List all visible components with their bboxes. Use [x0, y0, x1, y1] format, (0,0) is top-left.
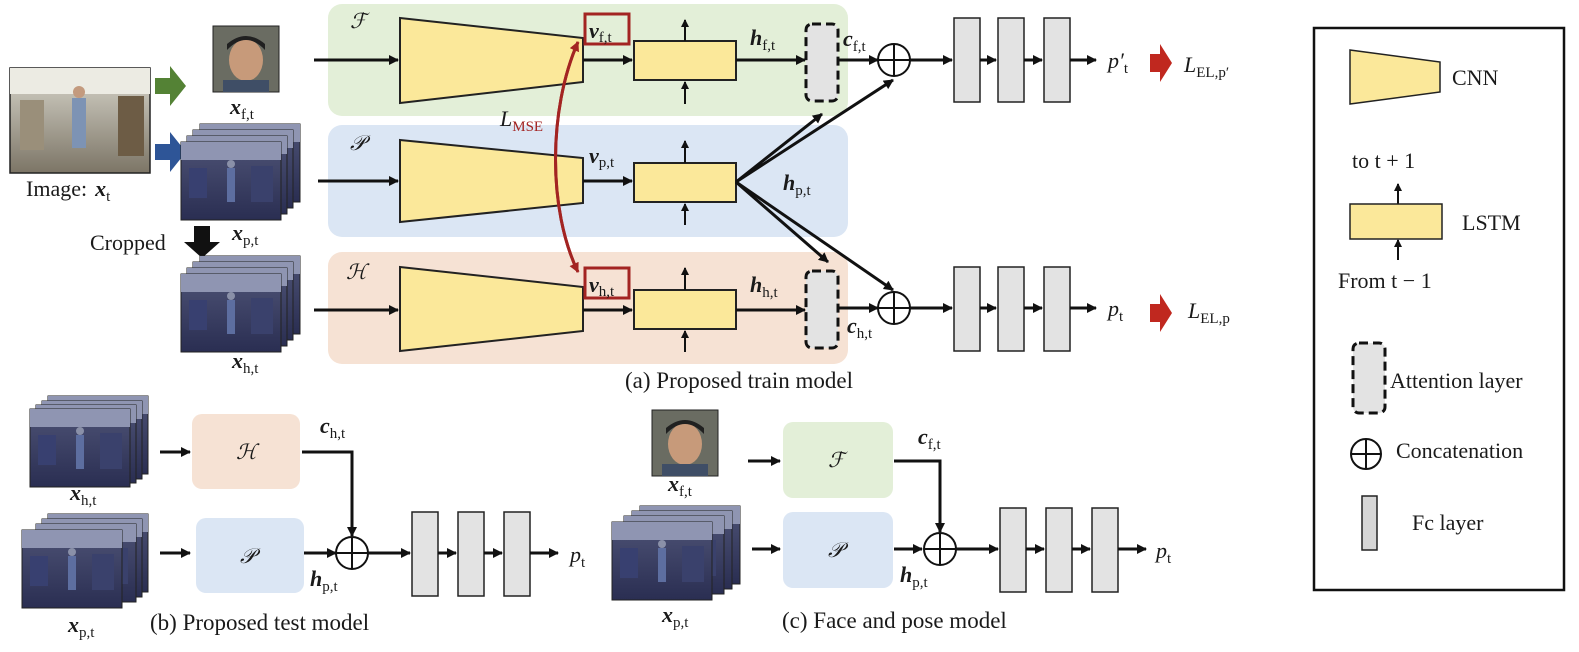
top-concat-icon — [877, 43, 911, 77]
legend-attention-label: Attention layer — [1390, 368, 1523, 393]
face-crop-thumbnail — [212, 25, 280, 93]
bottom-concat-icon — [877, 291, 911, 325]
facepose-model-panel: xf,t xp,t ℱ 𝒫 cf,t hp,t pt (c) — [611, 409, 1172, 633]
legend: CNN to t + 1 LSTM From t − 1 Attention l… — [1312, 26, 1566, 592]
face-attention-layer — [804, 22, 840, 103]
test-output-label: pt — [568, 542, 586, 571]
fp-xp-label: xp,t — [661, 602, 689, 631]
legend-fc-icon — [1361, 495, 1378, 551]
head-lstm — [633, 289, 737, 330]
fp-output-label: pt — [1154, 538, 1172, 567]
cf-label: cf,t — [843, 26, 867, 55]
test-model-panel: xh,t xp,t ℋ 𝒫 ch,t hp,t pt (b) — [21, 395, 586, 641]
top-fc-1 — [953, 17, 981, 103]
test-ch-label: ch,t — [320, 413, 346, 442]
test-fc-2 — [457, 511, 485, 597]
vh-label: vh,t — [589, 272, 615, 300]
fp-caption: (c) Face and pose model — [782, 608, 1007, 633]
test-head-module — [192, 414, 300, 489]
vp-label: vp,t — [589, 143, 615, 171]
top-loss-label: LEL,p′ — [1183, 52, 1229, 81]
test-fc-1 — [411, 511, 439, 597]
test-pose-module — [196, 518, 304, 593]
legend-cnn-icon — [1349, 49, 1441, 105]
bottom-fc-2 — [997, 266, 1025, 352]
fp-fc-1 — [999, 507, 1027, 593]
train-caption: (a) Proposed train model — [625, 368, 853, 393]
test-head-module-label: ℋ — [236, 440, 260, 464]
head-input-stack — [180, 255, 301, 353]
legend-frame — [1312, 26, 1566, 592]
input-image — [9, 67, 151, 174]
head-attention-layer — [804, 269, 840, 350]
fp-cf-label: cf,t — [918, 424, 942, 453]
legend-cnn-label: CNN — [1452, 65, 1499, 90]
ch-label: ch,t — [847, 313, 873, 342]
top-fc-3 — [1043, 17, 1071, 103]
fp-fc-2 — [1045, 507, 1073, 593]
legend-concat-label: Concatenation — [1396, 438, 1523, 463]
test-hp-label: hp,t — [310, 566, 339, 595]
hf-label: hf,t — [750, 25, 776, 54]
test-xh-label: xh,t — [69, 480, 97, 509]
fp-face-module — [783, 422, 893, 498]
cropped-label: Cropped — [90, 230, 166, 255]
xf-label: xf,t — [229, 94, 255, 123]
face-cnn — [399, 16, 584, 105]
bottom-loss-arrow — [1150, 294, 1172, 332]
top-fc-2 — [997, 17, 1025, 103]
legend-to-next: to t + 1 — [1352, 148, 1415, 173]
hh-label: hh,t — [750, 272, 779, 301]
hp-label: hp,t — [783, 170, 812, 199]
image-caption: Image:xt — [26, 176, 111, 205]
fp-xf-label: xf,t — [667, 471, 693, 500]
test-head-input-stack — [29, 395, 149, 488]
head-cnn — [399, 265, 584, 353]
fp-hp-label: hp,t — [900, 562, 929, 591]
legend-concat-icon — [1350, 438, 1382, 470]
top-loss-arrow — [1150, 44, 1172, 82]
test-pose-input-stack — [21, 513, 149, 609]
fp-face-module-label: ℱ — [828, 448, 848, 472]
face-lstm — [633, 40, 737, 81]
vf-highlight — [583, 12, 631, 46]
green-input-arrow — [155, 66, 186, 106]
bottom-fc-1 — [953, 266, 981, 352]
head-module-label: ℋ — [346, 260, 370, 284]
test-xp-label: xp,t — [67, 612, 95, 641]
xp-label: xp,t — [231, 220, 259, 249]
legend-from-prev: From t − 1 — [1338, 268, 1432, 293]
test-caption: (b) Proposed test model — [150, 610, 369, 635]
test-fc-3 — [503, 511, 531, 597]
top-output-label: p′t — [1106, 48, 1129, 77]
vh-highlight — [583, 266, 631, 300]
legend-attention-icon — [1351, 341, 1387, 415]
bottom-fc-3 — [1043, 266, 1071, 352]
xh-label: xh,t — [231, 348, 259, 377]
train-model-panel: ℱ 𝒫 ℋ Image:xt xf,t xp,t — [9, 4, 1230, 393]
fp-face-thumbnail — [651, 409, 719, 477]
fp-fc-3 — [1091, 507, 1119, 593]
pose-input-stack — [180, 123, 301, 221]
fp-concat-icon — [923, 532, 957, 566]
pose-cnn — [399, 138, 584, 224]
bottom-loss-label: LEL,p — [1187, 298, 1230, 327]
legend-lstm-label: LSTM — [1462, 210, 1521, 235]
fp-pose-input-stack — [611, 505, 741, 601]
bottom-output-label: pt — [1106, 296, 1124, 325]
mse-loss-label: LMSE — [499, 106, 543, 135]
fp-pose-module — [783, 512, 893, 588]
vf-label: vf,t — [589, 18, 613, 46]
test-concat-icon — [335, 536, 369, 570]
cropped-arrow — [184, 226, 220, 258]
pose-lstm — [633, 162, 737, 203]
legend-lstm-icon — [1349, 203, 1443, 240]
blue-input-arrow — [155, 132, 186, 172]
legend-fc-label: Fc layer — [1412, 510, 1484, 535]
face-module-label: ℱ — [350, 9, 370, 33]
